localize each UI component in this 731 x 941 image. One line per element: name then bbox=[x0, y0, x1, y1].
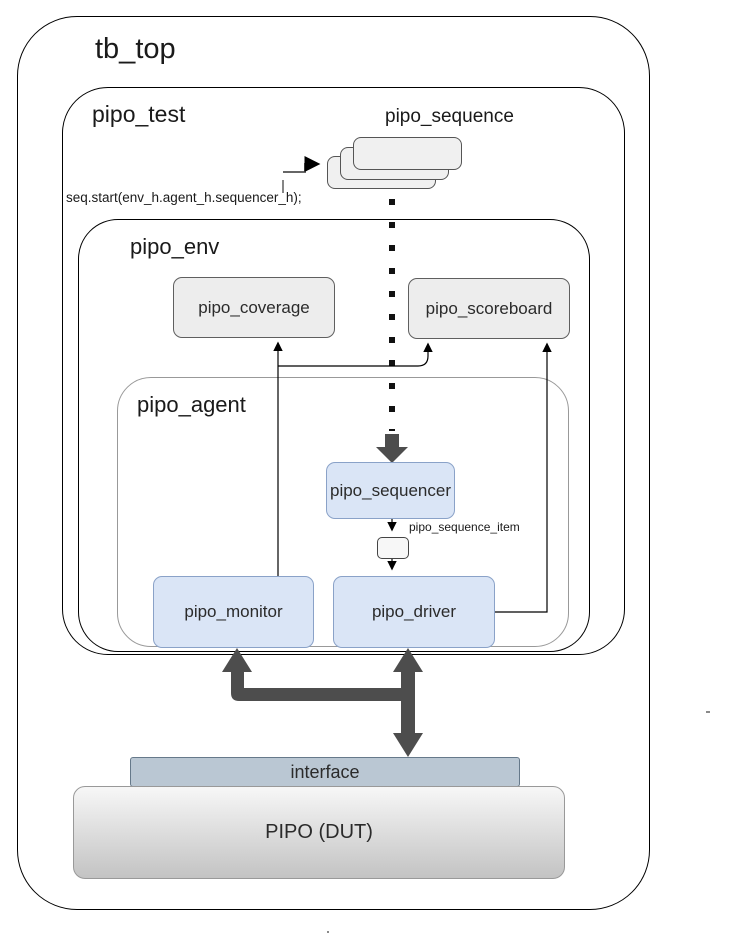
pipo-coverage-node: pipo_coverage bbox=[173, 277, 335, 338]
pipo-test-label: pipo_test bbox=[92, 101, 186, 127]
pipo-sequencer-label: pipo_sequencer bbox=[330, 480, 451, 500]
pipo-scoreboard-node: pipo_scoreboard bbox=[408, 278, 570, 339]
pipo-sequencer-node: pipo_sequencer bbox=[326, 462, 455, 519]
pipo-dut-node: PIPO (DUT) bbox=[73, 786, 565, 879]
stray-dot-right bbox=[706, 711, 710, 713]
pipo-monitor-label: pipo_monitor bbox=[184, 602, 283, 621]
pipo-agent-label: pipo_agent bbox=[137, 392, 246, 417]
pipo-env-label: pipo_env bbox=[130, 234, 220, 259]
pipo-scoreboard-label: pipo_scoreboard bbox=[425, 298, 553, 318]
seq-start-call-text: seq.start(env_h.agent_h.sequencer_h); bbox=[66, 190, 302, 205]
interface-node: interface bbox=[130, 757, 520, 787]
pipo-sequence-label: pipo_sequence bbox=[385, 106, 514, 127]
pipo-monitor-node: pipo_monitor bbox=[153, 576, 314, 648]
interface-label: interface bbox=[290, 761, 360, 782]
pipo-dut-label: PIPO (DUT) bbox=[265, 821, 373, 843]
pipo-sequence-item-node bbox=[377, 537, 409, 559]
pipo-driver-label: pipo_driver bbox=[371, 602, 457, 621]
stray-dot-bottom bbox=[327, 931, 329, 933]
sequence-card-front bbox=[353, 137, 462, 170]
pipo-driver-node: pipo_driver bbox=[333, 576, 495, 648]
tb-top-label: tb_top bbox=[95, 33, 176, 65]
pipo-sequence-item-label: pipo_sequence_item bbox=[409, 520, 520, 534]
tb-top-container bbox=[17, 16, 650, 910]
pipo-coverage-label: pipo_coverage bbox=[198, 297, 310, 317]
